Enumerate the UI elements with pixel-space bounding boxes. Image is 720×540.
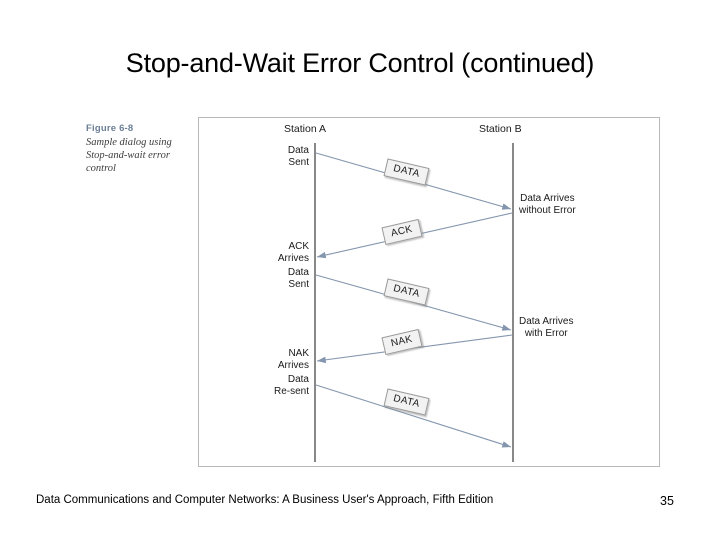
diagram-canvas bbox=[314, 143, 514, 462]
event-line-2: Arrives bbox=[277, 253, 309, 265]
figure-description-line-3: control bbox=[86, 163, 116, 175]
event-line-2: Sent bbox=[288, 157, 309, 169]
figure-description: Sample dialog using Stop-and-wait error … bbox=[86, 136, 190, 176]
arrow-data-3 bbox=[315, 384, 512, 448]
footer-citation: Data Communications and Computer Network… bbox=[36, 494, 494, 506]
event-line-1: Data Arrives bbox=[520, 193, 575, 204]
event-label-data-arrives-with-error: Data Arrives with Error bbox=[519, 316, 573, 341]
event-label-data-sent-2: Data Sent bbox=[288, 267, 309, 292]
page-title: Stop-and-Wait Error Control (continued) bbox=[125, 48, 595, 78]
event-line-2: Sent bbox=[288, 279, 309, 291]
event-line-1: Data Arrives bbox=[519, 316, 574, 327]
event-line-1: ACK bbox=[288, 241, 309, 252]
page-number: 35 bbox=[660, 494, 674, 508]
event-line-1: NAK bbox=[288, 348, 309, 359]
event-label-data-resent: Data Re-sent bbox=[274, 374, 309, 399]
event-label-ack-arrives: ACK Arrives bbox=[278, 241, 309, 266]
station-a-label: Station A bbox=[284, 123, 327, 135]
event-line-2: Re-sent bbox=[273, 386, 309, 398]
figure-frame bbox=[198, 117, 660, 467]
event-line-2: Arrives bbox=[277, 360, 309, 372]
sequence-diagram: Station A Station B Data Sent ACK Arrive… bbox=[198, 117, 660, 467]
event-label-nak-arrives: NAK Arrives bbox=[278, 348, 309, 373]
event-line-1: Data bbox=[287, 267, 309, 278]
figure-caption: Figure 6-8 Sample dialog using Stop-and-… bbox=[86, 122, 190, 176]
event-label-data-sent-1: Data Sent bbox=[288, 145, 309, 170]
event-line-1: Data bbox=[287, 145, 309, 156]
event-line-2: without Error bbox=[519, 205, 576, 217]
event-line-1: Data bbox=[287, 374, 309, 385]
event-line-2: with Error bbox=[524, 328, 568, 340]
station-b-label: Station B bbox=[479, 123, 522, 135]
figure-description-line-1: Sample dialog using bbox=[86, 137, 172, 148]
figure-number: Figure 6-8 bbox=[86, 123, 134, 134]
event-label-data-arrives-without-error: Data Arrives without Error bbox=[519, 193, 576, 218]
figure-description-line-2: Stop-and-wait error bbox=[86, 150, 170, 162]
